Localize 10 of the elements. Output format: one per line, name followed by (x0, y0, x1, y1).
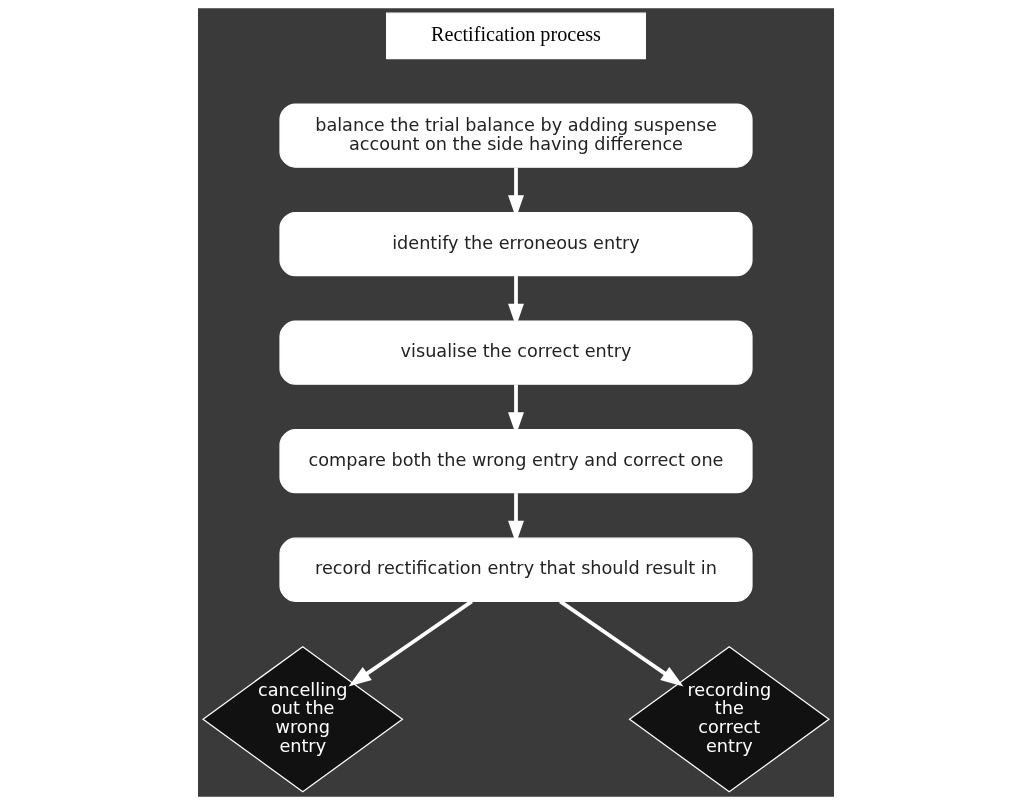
node-box: visualise the correct entry (278, 320, 753, 385)
node-box: balance the trial balance by adding suspense account on the side having difference (278, 103, 753, 168)
node-box: compare both the wrong entry and correct one (278, 429, 753, 494)
diagram-title: Rectification process (430, 22, 601, 45)
node-box: identify the erroneous entry (278, 211, 753, 277)
node-diamond: cancelling out the wrong entry (201, 645, 403, 793)
node-diamond: recording the correct entry (628, 645, 830, 793)
arrow (348, 599, 473, 687)
node-box: record rectification entry that should result in (278, 537, 753, 602)
arrow (558, 599, 683, 687)
